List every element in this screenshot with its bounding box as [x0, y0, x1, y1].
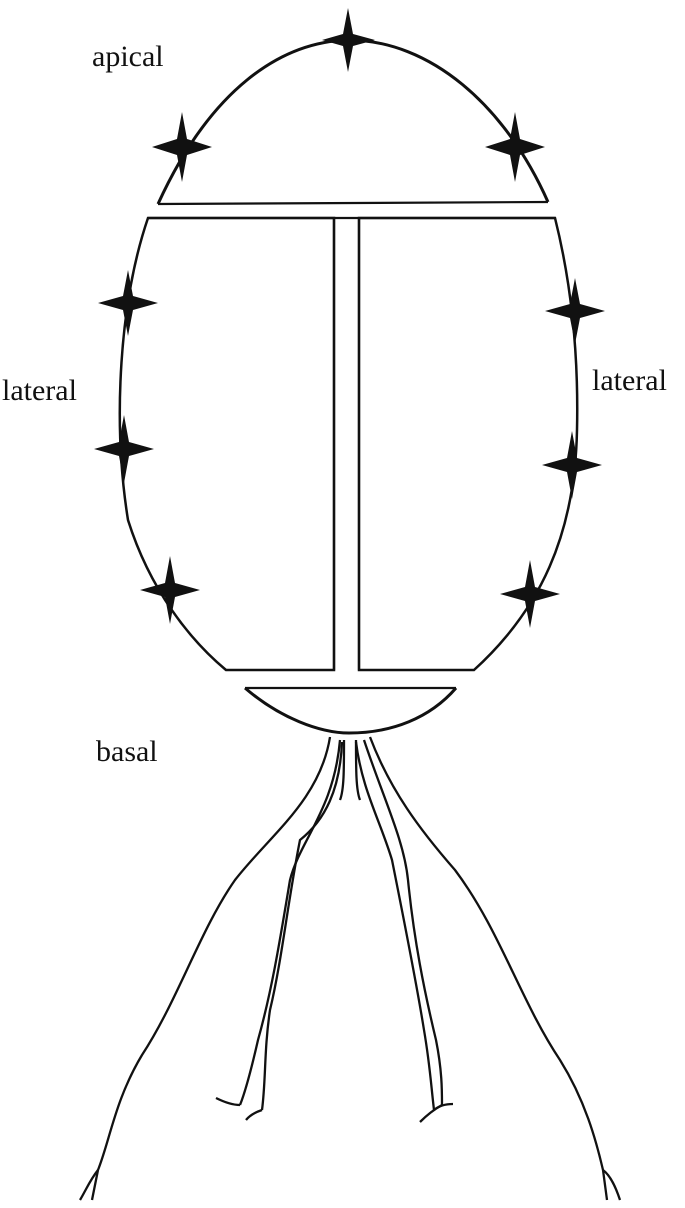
root-tip-right-outer	[602, 1169, 622, 1201]
star-icon	[322, 8, 375, 72]
basal-cap-outline	[244, 686, 458, 735]
star-icon	[140, 556, 200, 624]
star-icon	[98, 270, 158, 336]
label-lateral-right: lateral	[592, 364, 667, 397]
star-icon	[94, 415, 154, 483]
root-left-outer	[90, 736, 332, 1201]
label-apical: apical	[92, 40, 164, 73]
star-icon	[485, 112, 545, 182]
apical-cap-bottom-line	[157, 200, 549, 206]
star-markers	[94, 8, 605, 628]
label-basal: basal	[96, 735, 158, 768]
root-center-left	[338, 739, 346, 801]
right-lateral-compartment	[357, 216, 579, 672]
root-left-inner	[238, 739, 342, 1106]
root-tip-left-inner	[215, 1096, 241, 1107]
root-tip-left-outer	[79, 1169, 99, 1201]
star-icon	[545, 278, 605, 344]
star-icon	[542, 431, 602, 499]
root-tip-right-inner	[419, 1103, 443, 1123]
root-right-outer	[368, 736, 609, 1201]
star-icon	[500, 560, 560, 628]
label-lateral-left: lateral	[2, 374, 77, 407]
root-tip-left-mid	[245, 1108, 263, 1121]
star-icon	[152, 112, 212, 182]
root-right-inner	[362, 739, 444, 1106]
roots	[79, 736, 622, 1201]
root-right-mid	[354, 741, 436, 1111]
root-left-mid	[260, 741, 344, 1111]
